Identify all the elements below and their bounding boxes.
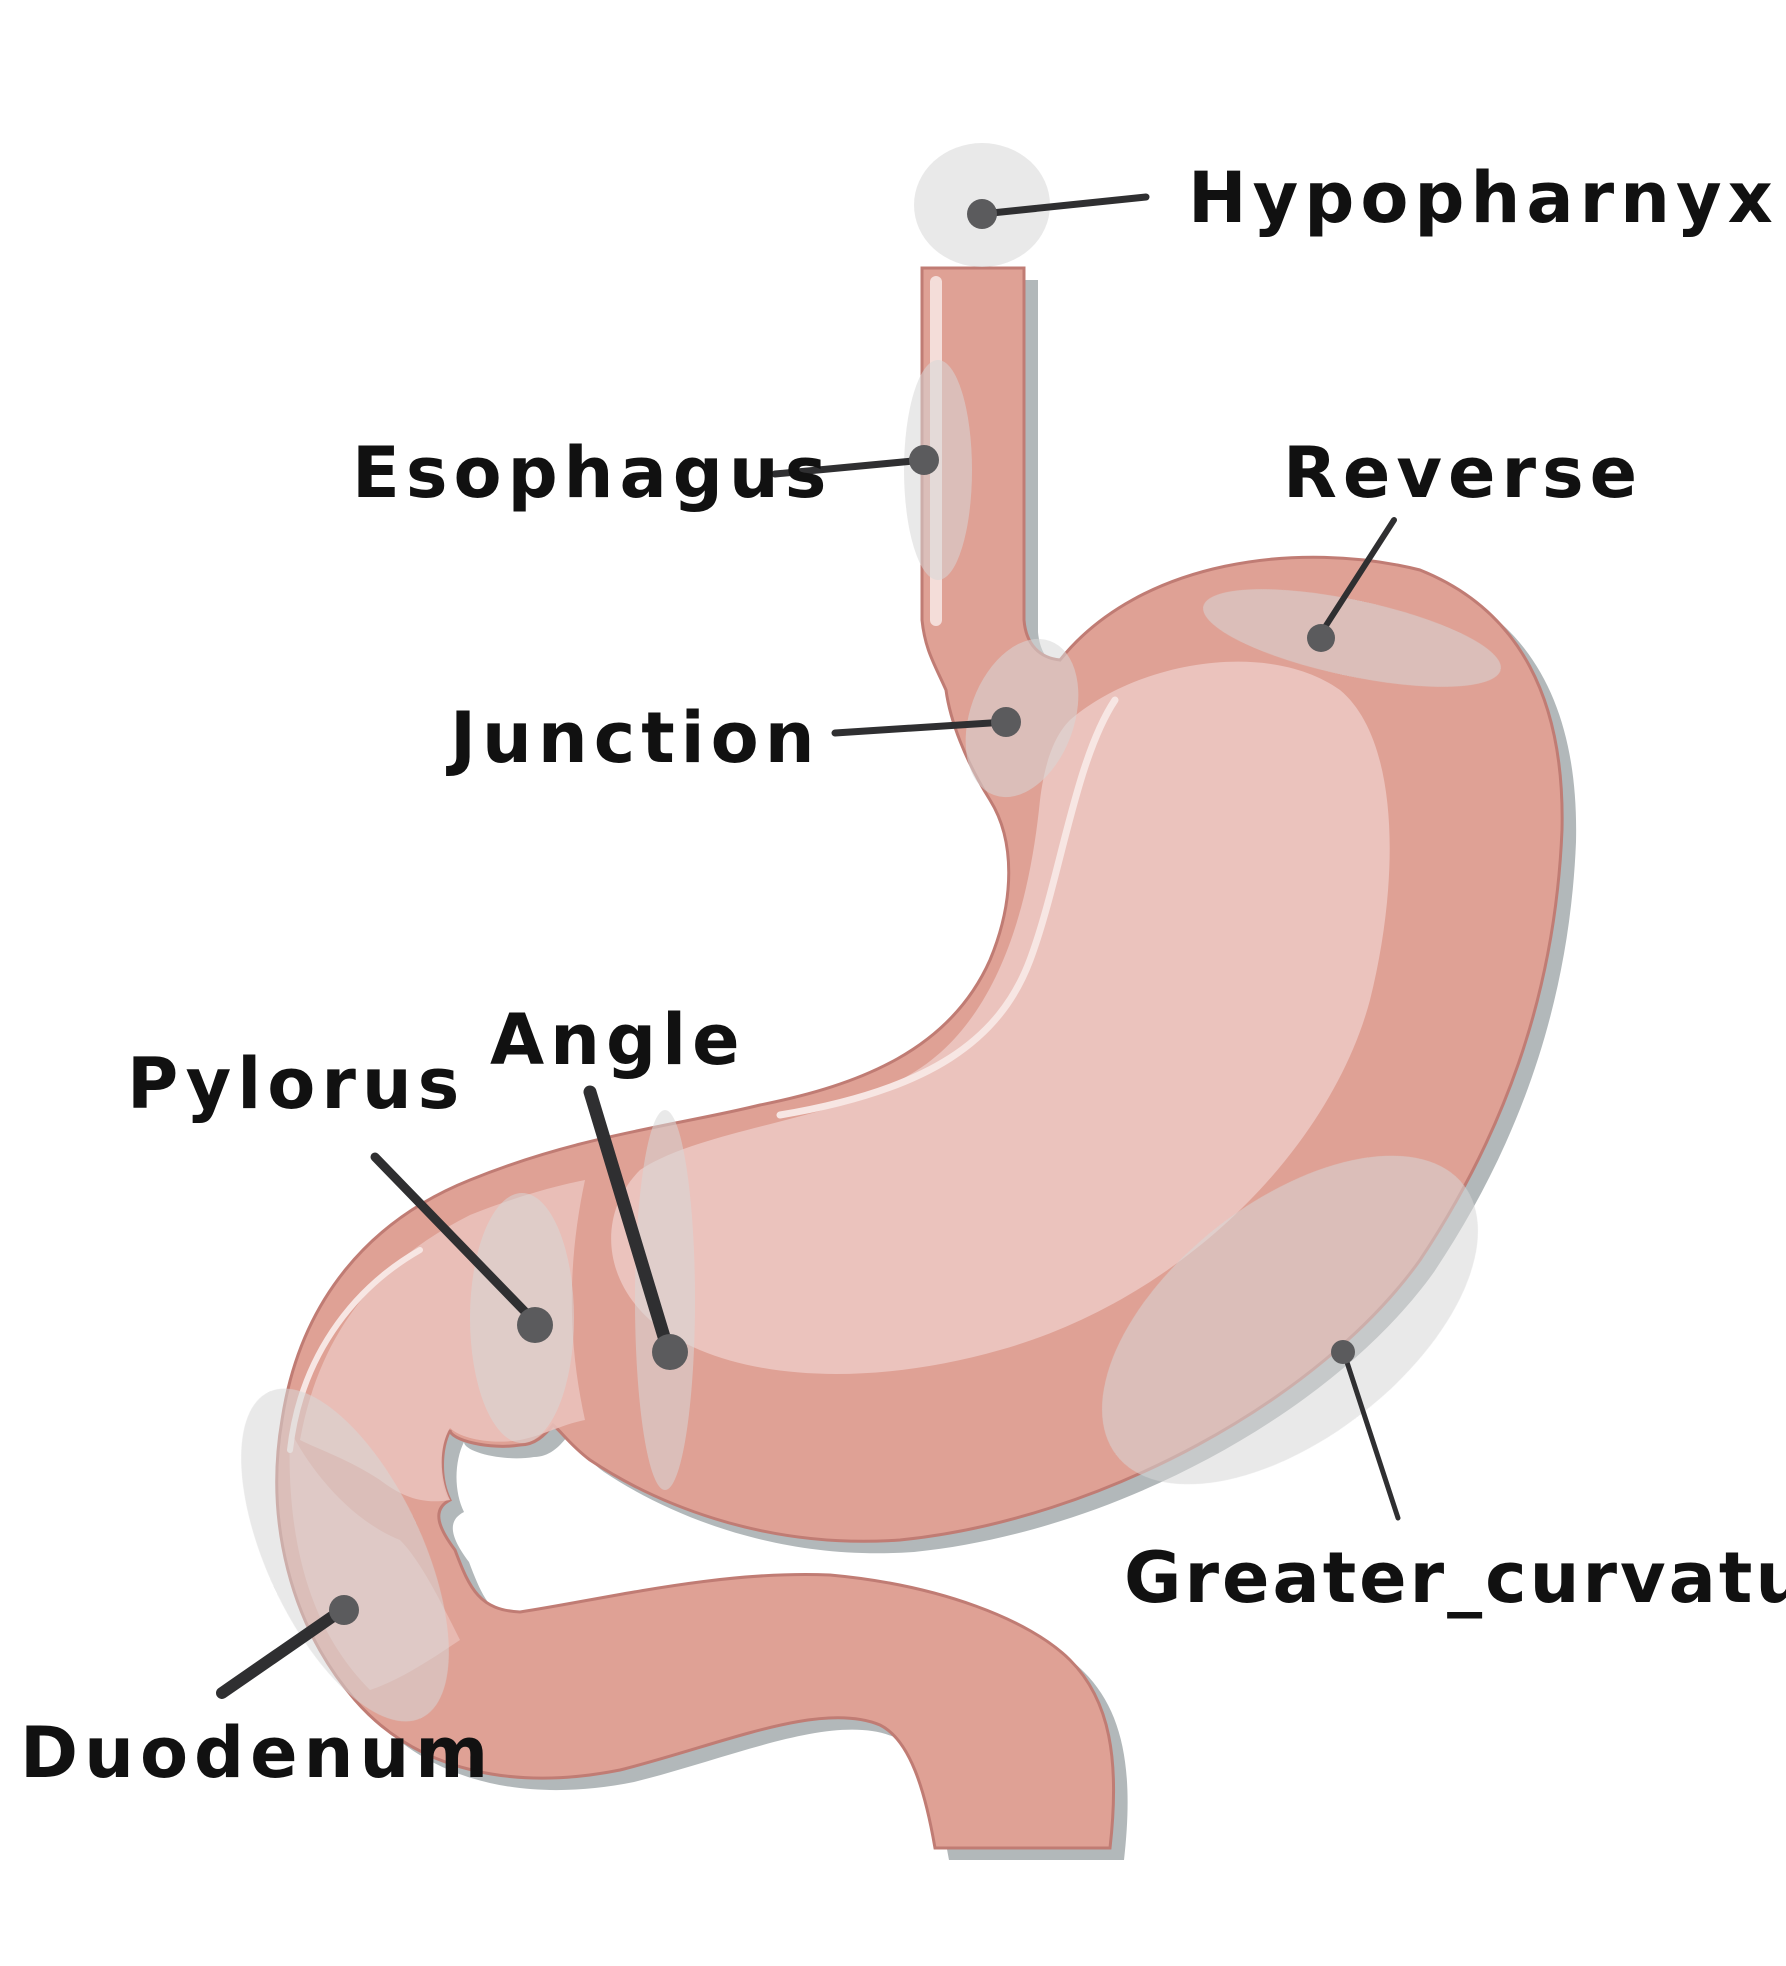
pylorus-marker (517, 1307, 553, 1343)
angle-zone (635, 1110, 695, 1490)
duodenum-zone (241, 1388, 449, 1722)
hypopharnyx-leader (978, 193, 1150, 218)
lesser-curvature-highlight (776, 696, 1119, 1119)
markers (329, 199, 1355, 1625)
junction-zone (965, 638, 1079, 798)
esophagus-marker (909, 445, 939, 475)
label-junction: Junction (446, 697, 821, 779)
highlight-zones (241, 143, 1501, 1722)
greater-curvature-zone (1102, 1155, 1478, 1485)
angle-leader (583, 1085, 675, 1357)
reverse-leader (1315, 517, 1397, 641)
reverse-marker (1307, 624, 1335, 652)
junction-leader (831, 718, 1010, 737)
fundus-zone (1203, 589, 1501, 687)
label-angle: Angle (490, 999, 746, 1081)
label-duodenum: Duodenum (20, 1712, 494, 1794)
angle-marker (652, 1334, 688, 1370)
greater-curvature-leader (1340, 1347, 1401, 1521)
label-reverse: Reverse (1283, 432, 1643, 514)
label-greater-curvature: Greater_curvature (1124, 1537, 1786, 1619)
junction-marker (991, 707, 1021, 737)
label-pylorus: Pylorus (127, 1043, 465, 1125)
label-hypopharnyx: Hypopharnyx (1188, 157, 1779, 239)
esophagus-zone (904, 360, 972, 580)
duodenum-leader (216, 1604, 348, 1699)
label-esophagus: Esophagus (352, 432, 832, 514)
labels: Hypopharnyx Esophagus Reverse Junction A… (20, 157, 1786, 1794)
greater-curvature-marker (1331, 1340, 1355, 1364)
pylorus-leader (370, 1152, 540, 1327)
hypopharnyx-marker (967, 199, 997, 229)
esophagus-leader (771, 456, 928, 478)
leaders (216, 193, 1401, 1699)
duodenum-marker (329, 1595, 359, 1625)
